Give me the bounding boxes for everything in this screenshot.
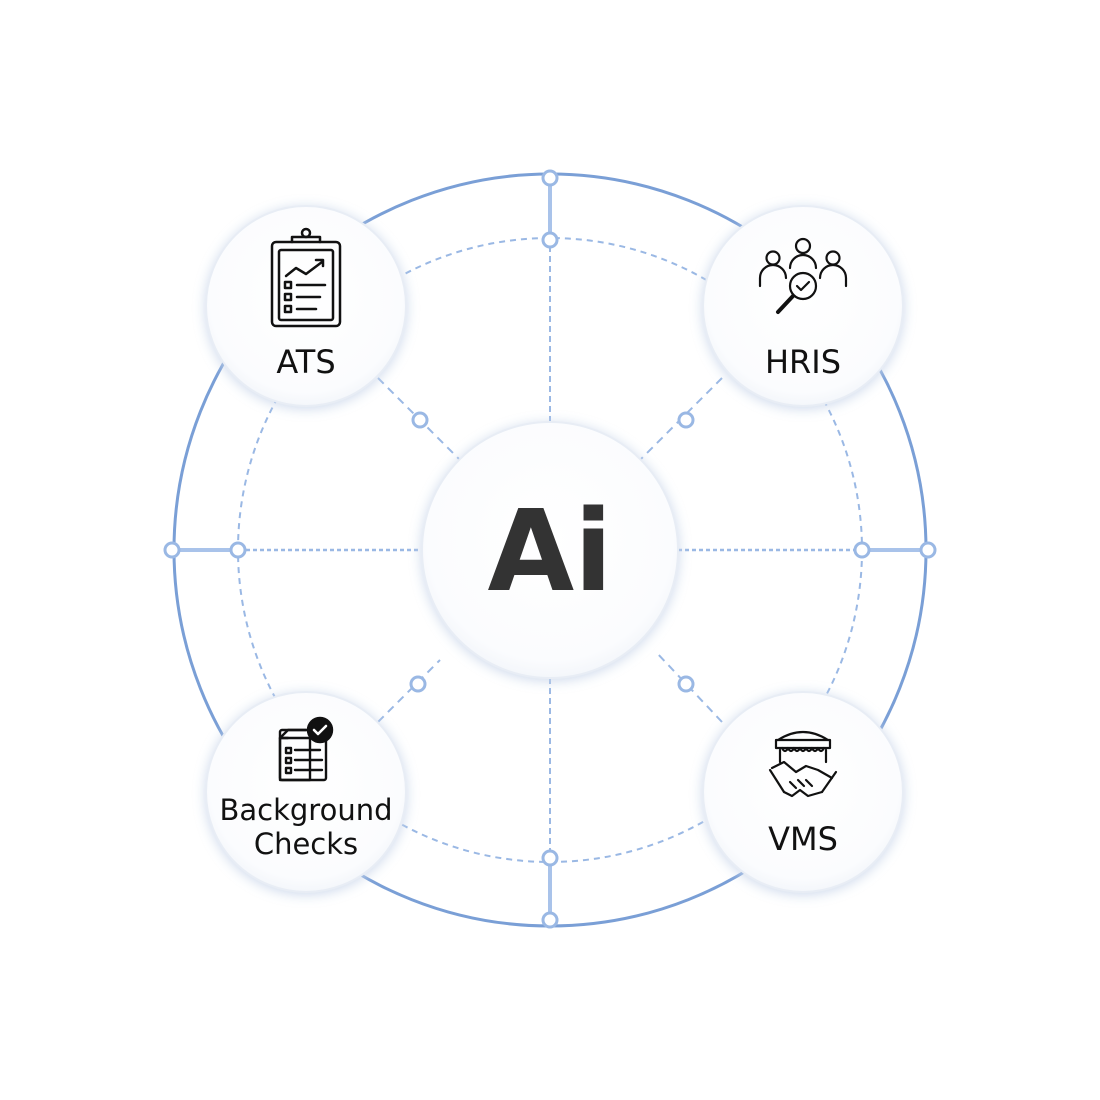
people-search-icon [758,237,848,314]
node-background-checks[interactable]: Background Checks [205,691,407,893]
connector-dot [541,231,559,249]
connector-dots [163,169,937,929]
checklist-check-icon [278,716,334,782]
connector-dot [163,541,181,559]
connector-dot [541,169,559,187]
center-label: Ai [487,487,612,617]
connector-dot [411,411,429,429]
connector-dot [919,541,937,559]
connector-dot [677,411,695,429]
node-vms[interactable]: VMS [702,691,904,893]
node-hris[interactable]: HRIS [702,205,904,407]
connector-dot [541,849,559,867]
node-vms-label: VMS [768,820,838,858]
connector-dot [409,675,427,693]
node-ats[interactable]: ATS [205,205,407,407]
connector-dot [541,911,559,929]
node-background-label-line1: Background [219,793,392,827]
node-ats-label: ATS [276,343,335,381]
connector-dot [229,541,247,559]
center-node[interactable]: Ai [421,421,679,679]
connector-dot [677,675,695,693]
node-background-label-line2: Checks [254,827,358,861]
store-handshake-icon [768,730,838,798]
connector-dot [853,541,871,559]
node-hris-label: HRIS [765,343,841,381]
clipboard-chart-icon [270,227,342,328]
